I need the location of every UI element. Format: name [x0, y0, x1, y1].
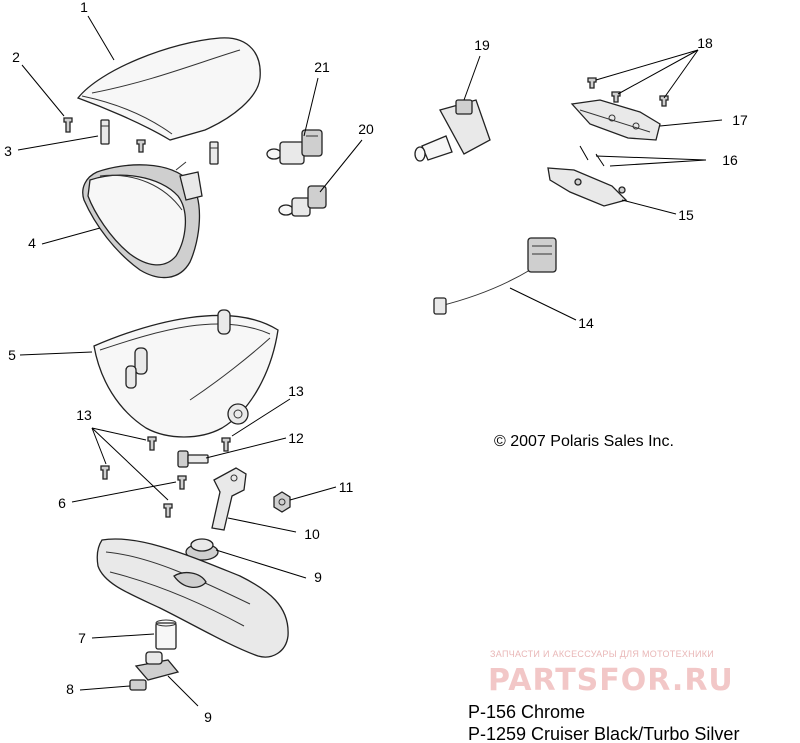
- part-bulb-21: [266, 129, 323, 165]
- copyright-notice: © 2007 Polaris Sales Inc.: [494, 433, 674, 450]
- part-headlamp-bulb: [414, 99, 491, 162]
- part-nut-11: [273, 491, 291, 513]
- part-bulb-20: [278, 185, 327, 217]
- part-screw-18c: [659, 95, 669, 107]
- part-visor-cover: [76, 37, 261, 141]
- part-screw-2: [63, 117, 73, 133]
- part-mounting-arm: [211, 467, 247, 531]
- callout-20: 20: [358, 121, 374, 137]
- callout-10: 10: [304, 526, 320, 542]
- callout-15: 15: [678, 207, 694, 223]
- watermark: ЗАПЧАСТИ И АКСЕССУАРЫ ДЛЯ МОТОТЕХНИКИ PA…: [488, 649, 734, 698]
- part-bolt-12: [177, 450, 209, 468]
- callout-7: 7: [78, 630, 86, 646]
- part-screw-13a: [147, 436, 157, 451]
- part-screw-small: [136, 139, 146, 153]
- callout-17: 17: [732, 112, 748, 128]
- callout-21: 21: [314, 59, 330, 75]
- part-screw-6a: [100, 465, 110, 480]
- part-bracket-lower: [547, 167, 628, 207]
- watermark-tagline: ЗАПЧАСТИ И АКСЕССУАРЫ ДЛЯ МОТОТЕХНИКИ: [490, 649, 714, 659]
- part-number-cruiser: P-1259 Cruiser Black/Turbo Silver: [468, 724, 739, 743]
- callout-16: 16: [722, 152, 738, 168]
- callout-11: 11: [339, 479, 354, 495]
- callout-numbers: 1 2 3 4 5 13 13 12 11 6 10 9 7 8 9 21 20…: [4, 0, 748, 725]
- part-sleeve-7: [155, 619, 177, 650]
- callout-12: 12: [288, 430, 304, 446]
- callout-3: 3: [4, 143, 12, 159]
- callout-6: 6: [58, 495, 66, 511]
- callout-13a: 13: [76, 407, 92, 423]
- callout-5: 5: [8, 347, 16, 363]
- part-bracket: [96, 538, 289, 658]
- callout-8: 8: [66, 681, 74, 697]
- part-headlight-housing: [82, 161, 203, 279]
- callout-9b: 9: [204, 709, 212, 725]
- part-screw-13b: [221, 437, 231, 452]
- part-wire-harness: [433, 237, 557, 315]
- watermark-brand: PARTSFOR.RU: [488, 663, 734, 698]
- callout-4: 4: [28, 235, 36, 251]
- leader-lines: [17, 15, 723, 707]
- part-grommet-lower: [134, 651, 180, 681]
- part-stud-right: [209, 141, 219, 165]
- callout-9a: 9: [314, 569, 322, 585]
- part-number-chrome: P-156 Chrome: [468, 702, 585, 722]
- callout-1: 1: [80, 0, 88, 15]
- callout-2: 2: [12, 49, 20, 65]
- part-screw-6b: [177, 475, 187, 490]
- part-lower-cowl: [93, 309, 279, 438]
- part-spacer-8: [129, 679, 147, 691]
- callout-13b: 13: [288, 383, 304, 399]
- callout-19: 19: [474, 37, 490, 53]
- part-bracket-upper: [570, 99, 661, 141]
- part-stud-3: [100, 119, 110, 145]
- callout-18: 18: [697, 35, 713, 51]
- part-screw-18a: [587, 77, 597, 89]
- part-screw-6c: [163, 503, 173, 518]
- part-grommet-upper: [185, 538, 219, 561]
- callout-14: 14: [578, 315, 594, 331]
